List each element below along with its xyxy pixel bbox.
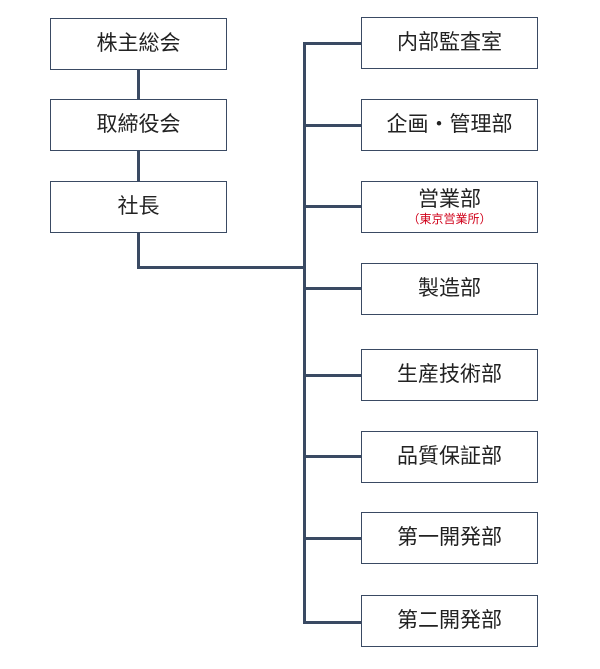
branch-sales (303, 205, 361, 208)
box-label: 社長 (117, 194, 160, 219)
trunk-line (303, 42, 306, 624)
box-production-engineering: 生産技術部 (361, 349, 538, 401)
branch-quality-assurance (303, 455, 361, 458)
box-label: 製造部 (418, 276, 481, 301)
box-label: 第二開発部 (397, 608, 502, 633)
box-first-development: 第一開発部 (361, 512, 538, 564)
box-internal-audit: 内部監査室 (361, 17, 538, 69)
branch-second-development (303, 621, 361, 624)
box-label: 第一開発部 (397, 525, 502, 550)
branch-production-engineering (303, 374, 361, 377)
box-label: 営業部 (418, 186, 481, 211)
connector-president-to-trunk (137, 266, 306, 269)
box-second-development: 第二開発部 (361, 595, 538, 647)
box-label: 株主総会 (96, 31, 181, 56)
box-label: 品質保証部 (397, 444, 502, 469)
box-label: 生産技術部 (397, 362, 502, 387)
box-sales: 営業部 （東京営業所） (361, 181, 538, 233)
box-label: 取締役会 (96, 112, 181, 137)
branch-planning-admin (303, 124, 361, 127)
box-manufacturing: 製造部 (361, 263, 538, 315)
connector-board-president (137, 151, 140, 181)
box-president: 社長 (50, 181, 227, 233)
branch-first-development (303, 537, 361, 540)
branch-internal-audit (303, 42, 361, 45)
box-quality-assurance: 品質保証部 (361, 431, 538, 483)
branch-manufacturing (303, 287, 361, 290)
box-board-of-directors: 取締役会 (50, 99, 227, 151)
connector-shareholders-board (137, 70, 140, 99)
box-shareholders-meeting: 株主総会 (50, 18, 227, 70)
box-label: 企画・管理部 (386, 112, 513, 137)
box-planning-admin: 企画・管理部 (361, 99, 538, 151)
box-sublabel: （東京営業所） (407, 211, 492, 226)
connector-president-down (137, 233, 140, 269)
box-label: 内部監査室 (397, 30, 502, 55)
